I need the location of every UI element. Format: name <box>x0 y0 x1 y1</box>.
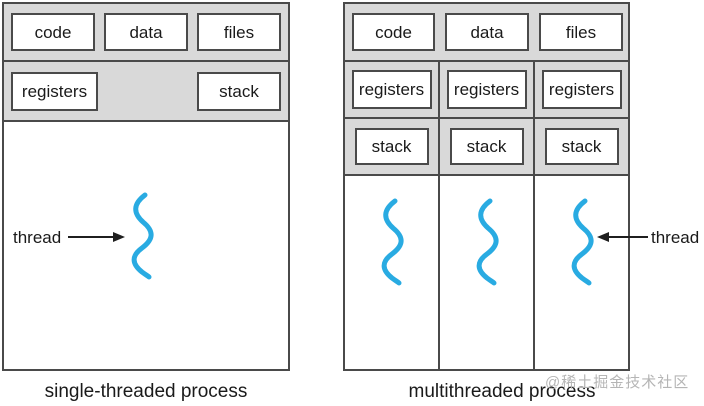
code-data-files-band: code data files <box>345 4 628 62</box>
thread-arrow-right-icon <box>68 232 125 242</box>
data-box: data <box>104 13 188 51</box>
registers-box: registers <box>351 70 432 109</box>
thread-label: thread <box>651 228 700 247</box>
thread-columns: registers stack registers stack <box>345 62 628 369</box>
stack-band: stack <box>440 119 533 176</box>
stack-box: stack <box>544 128 619 165</box>
thread-column-2: registers stack <box>440 62 535 369</box>
registers-band: registers <box>535 62 628 119</box>
registers-box: registers <box>541 70 622 109</box>
files-box: files <box>539 13 623 51</box>
files-box: files <box>197 13 281 51</box>
thread-column-1: registers stack <box>345 62 440 369</box>
watermark: @稀土掘金技术社区 <box>545 374 690 391</box>
registers-box: registers <box>11 72 98 111</box>
thread-squiggle-icon <box>476 198 499 286</box>
thread-area <box>440 176 533 369</box>
thread-squiggle-icon <box>571 198 594 286</box>
thread-label: thread <box>13 228 62 247</box>
registers-band: registers <box>345 62 438 119</box>
data-box: data <box>445 13 529 51</box>
thread-squiggle-icon <box>131 192 154 280</box>
single-threaded-process-diagram: code data files registers stack <box>2 2 290 371</box>
thread-arrow-left-icon <box>597 232 648 242</box>
stack-box: stack <box>449 128 524 165</box>
stack-box: stack <box>197 72 281 111</box>
stack-band: stack <box>535 119 628 176</box>
code-data-files-band: code data files <box>4 4 288 62</box>
thread-squiggle-icon <box>381 198 404 286</box>
stack-band: stack <box>345 119 438 176</box>
stack-box: stack <box>354 128 429 165</box>
right-caption: multithreaded process <box>408 381 596 402</box>
thread-area <box>345 176 438 369</box>
registers-band: registers <box>440 62 533 119</box>
registers-stack-band: registers stack <box>4 62 288 122</box>
thread-area <box>535 176 628 369</box>
left-caption: single-threaded process <box>44 381 248 402</box>
multithreaded-process-diagram: code data files registers stack <box>343 2 630 371</box>
code-box: code <box>11 13 95 51</box>
registers-box: registers <box>446 70 527 109</box>
thread-column-3: registers stack <box>535 62 628 369</box>
code-box: code <box>352 13 435 51</box>
